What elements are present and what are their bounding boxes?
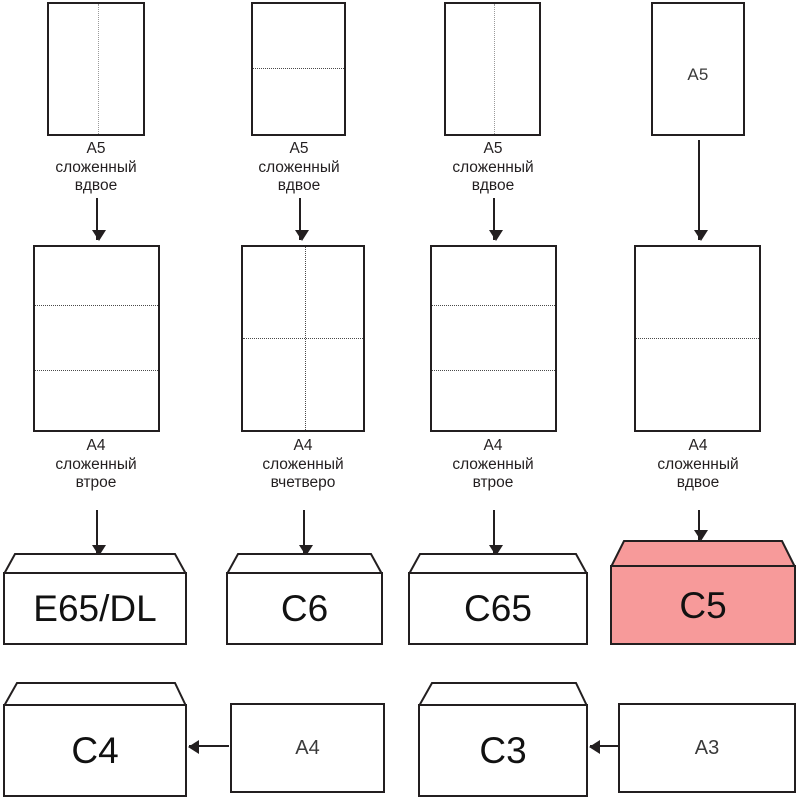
sheet-a5-col4: A5 [651,2,745,136]
arrow-a4-to-envelope-col4 [693,510,708,541]
envelope-c65[interactable]: C65 [408,553,588,645]
sheet-a5-col1 [47,2,145,136]
envelope-label: C6 [280,588,329,629]
fold-line-vertical [98,4,99,134]
fold-line-vertical [494,4,495,134]
fold-line-horizontal [636,338,759,339]
fold-line-horizontal [243,338,363,339]
envelope-label: E65/DL [33,588,157,629]
arrow-a5-to-a4-col3 [488,198,503,241]
envelope-c3[interactable]: C3 [418,682,588,797]
caption-a4-col2: A4 сложенный вчетверо [262,437,344,491]
sheet-a4-bottom: A4 [230,703,385,793]
caption-a4-col1: A4 сложенный втрое [55,437,137,491]
sheet-a3-bottom: A3 [618,703,796,793]
arrow-a4-to-c4 [188,740,229,754]
arrow-a5-to-a4-col4 [693,140,708,241]
arrow-a3-to-c3 [589,740,618,754]
sheet-a4-col3 [430,245,557,432]
envelope-label: C3 [479,730,527,771]
envelope-c4[interactable]: C4 [3,682,187,797]
sheet-a5-col3 [444,2,541,136]
arrow-a4-to-envelope-col3 [488,510,503,556]
fold-line-horizontal-lower [432,370,555,371]
envelope-body: C4 [3,704,187,797]
envelope-c6[interactable]: C6 [226,553,383,645]
fold-line-vertical [305,247,306,430]
caption-a5-col1: A5 сложенный вдвое [55,140,137,194]
sheet-label-a3: A3 [694,736,720,759]
envelope-body: C65 [408,572,588,645]
sheet-a4-col2 [241,245,365,432]
envelope-e65-dl[interactable]: E65/DL [3,553,187,645]
caption-a5-col3: A5 сложенный вдвое [452,140,534,194]
sheet-label-a4: A4 [295,736,320,759]
envelope-label: C4 [71,730,119,771]
fold-line-horizontal-lower [35,370,158,371]
envelope-flap [610,540,796,568]
sheet-a4-col1 [33,245,160,432]
envelope-body: C3 [418,704,588,797]
caption-a4-col4: A4 сложенный вдвое [657,437,739,491]
fold-line-horizontal-upper [35,305,158,306]
sheet-a4-col4 [634,245,761,432]
caption-a5-col2: A5 сложенный вдвое [258,140,340,194]
envelope-label: C65 [464,588,532,629]
caption-a4-col3: A4 сложенный втрое [452,437,534,491]
envelope-c5[interactable]: C5 [610,540,796,645]
envelope-body: C5 [610,565,796,645]
fold-line-horizontal-upper [432,305,555,306]
sheet-a5-col2 [251,2,346,136]
arrow-a5-to-a4-col1 [91,198,106,241]
envelope-body: E65/DL [3,572,187,645]
arrow-a4-to-envelope-col2 [298,510,313,556]
arrow-a4-to-envelope-col1 [91,510,106,556]
envelope-label: C5 [679,584,727,626]
fold-line-horizontal [253,68,344,69]
sheet-label-a5: A5 [687,65,709,84]
arrow-a5-to-a4-col2 [294,198,309,241]
envelope-body: C6 [226,572,383,645]
